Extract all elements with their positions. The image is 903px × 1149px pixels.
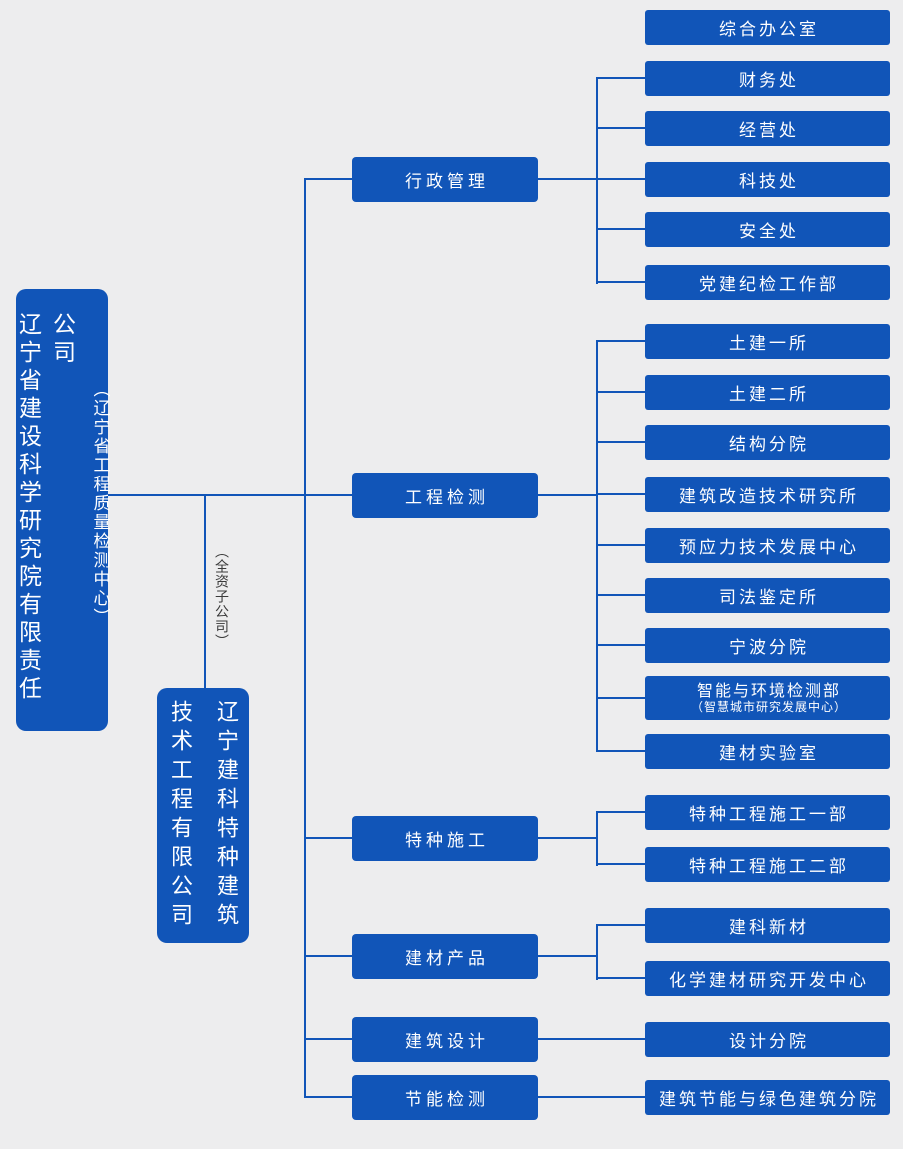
connector-line <box>596 594 645 596</box>
unit-label: 财务处 <box>739 71 799 90</box>
unit-label: 安全处 <box>739 222 799 241</box>
subsidiary-company-box: 技术工程有限公司 辽宁建科特种建筑 <box>157 688 249 943</box>
unit-label: 建筑改造技术研究所 <box>679 487 859 506</box>
unit-box: 司法鉴定所 <box>645 578 890 613</box>
connector-line <box>596 811 645 813</box>
unit-box: 智能与环境检测部 （智慧城市研究发展中心） <box>645 676 890 720</box>
unit-label: 特种工程施工二部 <box>689 857 849 876</box>
bracket-line <box>596 924 598 980</box>
connector-line <box>304 955 352 957</box>
category-box-engineering-inspection: 工程检测 <box>352 473 538 518</box>
category-label: 建材产品 <box>405 949 489 968</box>
unit-box: 综合办公室 <box>645 10 890 45</box>
unit-label: 经营处 <box>739 121 799 140</box>
category-label: 节能检测 <box>405 1090 489 1109</box>
connector-line <box>304 1038 352 1040</box>
connector-line <box>204 494 206 689</box>
root-company-box: 辽宁省建设科学研究院有限责任公司 （辽宁省工程质量检测中心） <box>16 289 110 731</box>
subsidiary-name-column-2: 技术工程有限公司 <box>168 699 193 932</box>
connector-line <box>596 127 645 129</box>
unit-box: 建筑节能与绿色建筑分院 <box>645 1080 890 1115</box>
unit-label: 科技处 <box>739 172 799 191</box>
category-box-energy-testing: 节能检测 <box>352 1075 538 1120</box>
unit-box: 经营处 <box>645 111 890 146</box>
connector-line <box>538 837 598 839</box>
connector-line <box>596 977 645 979</box>
connector-line <box>304 178 352 180</box>
connector-line <box>596 77 645 79</box>
connector-line <box>596 644 645 646</box>
category-label: 特种施工 <box>405 831 489 850</box>
unit-label: 智能与环境检测部 <box>696 682 841 700</box>
unit-label: 建筑节能与绿色建筑分院 <box>659 1090 879 1109</box>
category-label: 行政管理 <box>405 172 489 191</box>
unit-label: 综合办公室 <box>719 20 819 39</box>
connector-line <box>304 837 352 839</box>
ownership-note: （全资子公司） <box>214 544 230 649</box>
connector-line <box>596 281 645 283</box>
unit-box: 结构分院 <box>645 425 890 460</box>
connector-line <box>596 340 645 342</box>
unit-label: 建材实验室 <box>719 744 819 763</box>
connector-line <box>304 1096 352 1098</box>
connector-line <box>108 494 352 496</box>
unit-label: 设计分院 <box>729 1032 809 1051</box>
connector-line <box>596 228 645 230</box>
unit-box: 设计分院 <box>645 1022 890 1057</box>
connector-line <box>596 924 645 926</box>
unit-box: 特种工程施工一部 <box>645 795 890 830</box>
unit-label: 化学建材研究开发中心 <box>669 971 869 990</box>
unit-box: 科技处 <box>645 162 890 197</box>
unit-box: 预应力技术发展中心 <box>645 528 890 563</box>
connector-line <box>538 494 597 496</box>
subsidiary-name-column-1: 辽宁建科特种建筑 <box>214 699 239 932</box>
unit-box: 建材实验室 <box>645 734 890 769</box>
unit-sublabel: （智慧城市研究发展中心） <box>690 700 847 715</box>
category-box-building-materials: 建材产品 <box>352 934 538 979</box>
connector-line <box>596 441 645 443</box>
unit-label: 特种工程施工一部 <box>689 805 849 824</box>
connector-line <box>596 697 645 699</box>
trunk-line <box>304 178 306 1098</box>
root-company-name: 辽宁省建设科学研究院有限责任公司 <box>15 312 76 704</box>
unit-box: 土建二所 <box>645 375 890 410</box>
unit-box: 财务处 <box>645 61 890 96</box>
unit-box: 特种工程施工二部 <box>645 847 890 882</box>
connector-line <box>538 178 645 180</box>
unit-box: 建科新材 <box>645 908 890 943</box>
unit-box: 党建纪检工作部 <box>645 265 890 300</box>
bracket-line <box>596 77 598 284</box>
unit-label: 司法鉴定所 <box>719 588 819 607</box>
category-box-admin-management: 行政管理 <box>352 157 538 202</box>
connector-line <box>596 750 645 752</box>
unit-label: 宁波分院 <box>729 638 809 657</box>
connector-line <box>538 955 598 957</box>
connector-line <box>596 863 645 865</box>
connector-line <box>538 1096 645 1098</box>
connector-line <box>596 493 645 495</box>
unit-label: 土建二所 <box>729 385 809 404</box>
unit-label: 建科新材 <box>729 918 809 937</box>
unit-box: 安全处 <box>645 212 890 247</box>
unit-box: 建筑改造技术研究所 <box>645 477 890 512</box>
unit-label: 结构分院 <box>729 435 809 454</box>
connector-line <box>596 544 645 546</box>
unit-box: 土建一所 <box>645 324 890 359</box>
unit-box: 宁波分院 <box>645 628 890 663</box>
category-label: 建筑设计 <box>405 1032 489 1051</box>
category-box-architectural-design: 建筑设计 <box>352 1017 538 1062</box>
unit-box: 化学建材研究开发中心 <box>645 961 890 996</box>
unit-label: 党建纪检工作部 <box>699 275 839 294</box>
bracket-line <box>596 340 598 752</box>
category-label: 工程检测 <box>405 488 489 507</box>
unit-label: 预应力技术发展中心 <box>679 538 859 557</box>
unit-label: 土建一所 <box>729 334 809 353</box>
root-company-subtitle: （辽宁省工程质量检测中心） <box>90 380 110 627</box>
connector-line <box>596 391 645 393</box>
category-box-special-construction: 特种施工 <box>352 816 538 861</box>
connector-line <box>538 1038 645 1040</box>
